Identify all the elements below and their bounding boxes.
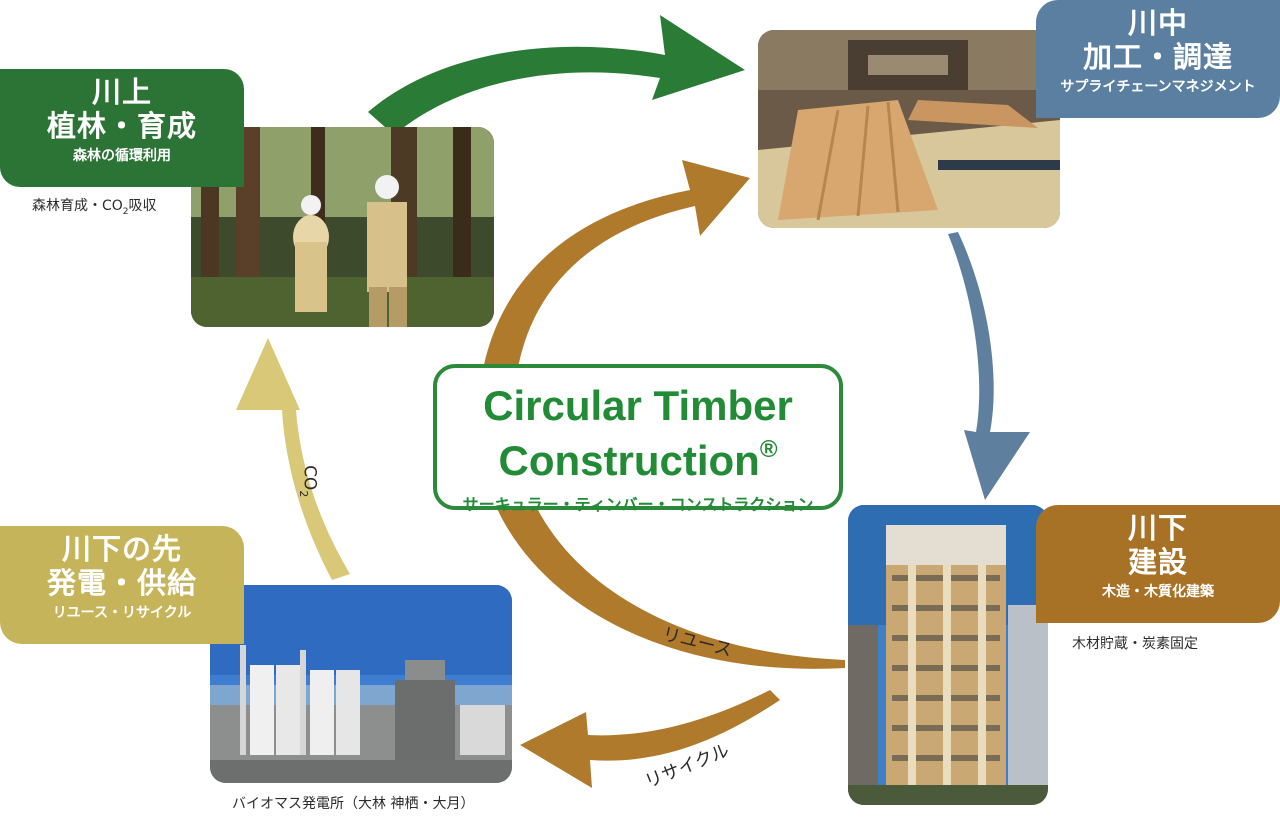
- midstream-title: 川中: [1127, 6, 1188, 40]
- biomass-power-plant-photo: [210, 585, 512, 783]
- upstream-note-after: 吸収: [128, 198, 157, 214]
- center-title-word: Construction: [498, 437, 760, 484]
- upstream-title: 川上: [91, 75, 152, 109]
- co2-text: CO: [299, 465, 320, 491]
- midstream-subtitle: サプライチェーンマネジメント: [1060, 79, 1256, 95]
- clt-factory-photo: [758, 30, 1060, 228]
- stage-midstream-label: 川中 加工・調達 サプライチェーンマネジメント: [1036, 0, 1280, 118]
- upstream-note-sub: 2: [122, 206, 129, 217]
- center-title-box: Circular Timber Construction® サーキュラー・ティン…: [433, 364, 843, 514]
- beyond-subtitle: リユース・リサイクル: [52, 605, 192, 621]
- arrow-upstream-to-midstream: [368, 15, 745, 135]
- power-plant-caption: バイオマス発電所（大林 神栖・大月）: [232, 796, 475, 812]
- upstream-note: 森林育成・CO2吸収: [32, 195, 157, 217]
- arrow-recycle: [520, 690, 780, 788]
- center-title-line2: Construction®: [437, 428, 839, 483]
- stage-downstream-label: 川下 建設 木造・木質化建築: [1036, 505, 1280, 623]
- downstream-note: 木材貯蔵・炭素固定: [1072, 636, 1198, 652]
- downstream-subtitle: 木造・木質化建築: [1102, 584, 1214, 600]
- center-subtitle: サーキュラー・ティンバー・コンストラクション: [462, 495, 814, 514]
- co2-sub: 2: [296, 490, 310, 498]
- beyond-heading: 発電・供給: [46, 566, 197, 600]
- beyond-title: 川下の先: [61, 532, 182, 566]
- downstream-heading: 建設: [1127, 545, 1188, 579]
- center-title-line1: Circular Timber: [483, 382, 793, 429]
- arrow-midstream-to-downstream: [948, 232, 1030, 500]
- registered-mark: ®: [759, 436, 778, 463]
- stage-upstream-label: 川上 植林・育成 森林の循環利用: [0, 69, 244, 187]
- downstream-title: 川下: [1127, 511, 1188, 545]
- arrow-co2: [236, 338, 350, 580]
- upstream-subtitle: 森林の循環利用: [73, 148, 171, 164]
- upstream-heading: 植林・育成: [46, 109, 197, 143]
- wooden-highrise-photo: [848, 505, 1048, 805]
- upstream-note-text: 森林育成・CO: [32, 198, 123, 214]
- midstream-heading: 加工・調達: [1082, 40, 1233, 74]
- co2-label: CO2: [297, 465, 319, 497]
- stage-beyond-label: 川下の先 発電・供給 リユース・リサイクル: [0, 526, 244, 644]
